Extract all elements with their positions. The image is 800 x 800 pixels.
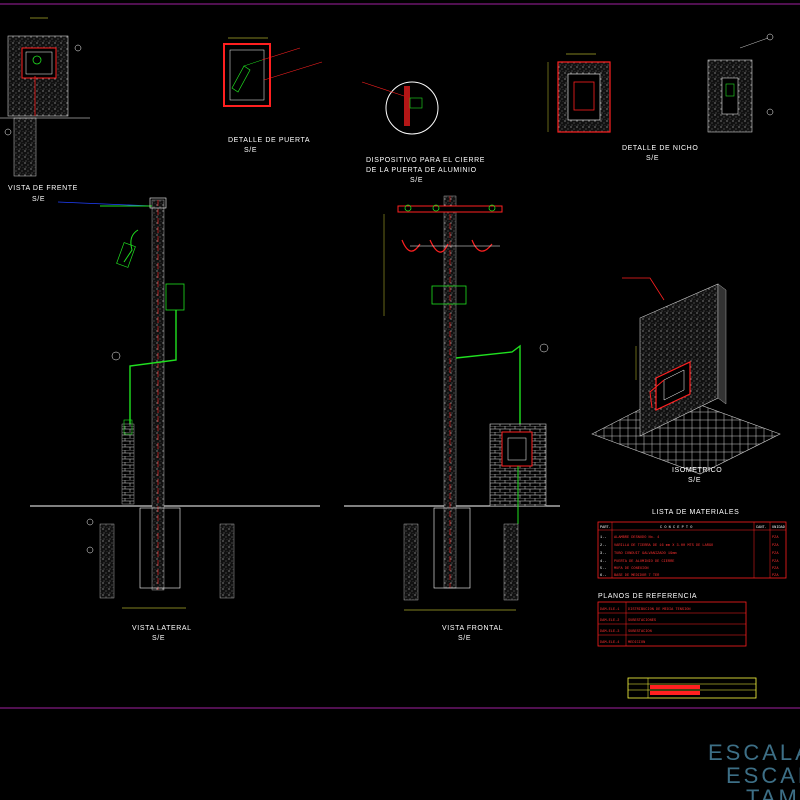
detalle-puerta-title: DETALLE DE PUERTA — [228, 137, 310, 144]
materials-row-concepto: TUBO CONDUIT GALVANIZADO 19mm — [614, 552, 677, 556]
materials-row-concepto: VARILLA DE TIERRA DE 16 mm X 3.00 MTS DE… — [614, 544, 713, 548]
sheet-border — [0, 3, 800, 709]
vista-frontal-detail: VISTA FRONTAL S/E — [344, 195, 560, 642]
referencia-code: DAM-ELE-4 — [600, 641, 619, 645]
materials-row-part: 5.- — [600, 567, 606, 571]
materials-header-part: PART. — [600, 526, 611, 530]
referencias-table: PLANOS DE REFERENCIA DAM-ELE-1 DISTRIBUC… — [597, 593, 747, 647]
referencia-code: DAM-ELE-1 — [600, 608, 619, 612]
footer-line3: TAM P — [746, 785, 800, 800]
detalle-nicho-detail: DETALLE DE NICHO S/E — [547, 33, 774, 162]
materials-header-unidad: UNIDAD — [772, 526, 785, 530]
isometrico-detail: ISOMETRICO S/E — [591, 277, 781, 484]
vista-lateral-detail: VISTA LATERAL S/E — [30, 197, 320, 642]
dispositivo-title-line2: DE LA PUERTA DE ALUMINIO — [366, 167, 477, 174]
scale-footer: ESCALA D ESCALA TAM P — [708, 740, 800, 800]
detalle-puerta-detail: DETALLE DE PUERTA S/E — [223, 37, 323, 154]
materials-row-concepto: ALAMBRE DESNUDO No. 4 — [614, 536, 659, 540]
revision-block — [627, 677, 757, 699]
materials-row-part: 4.- — [600, 560, 606, 564]
materials-table: LISTA DE MATERIALES PART. C O N C E P T … — [597, 509, 787, 579]
dispositivo-detail: DISPOSITIVO PARA EL CIERRE DE LA PUERTA … — [361, 81, 485, 184]
referencia-desc: MEDICION — [628, 641, 645, 645]
isometrico-scale: S/E — [688, 477, 701, 484]
detalle-puerta-scale: S/E — [244, 147, 257, 154]
materials-row-concepto: BASE DE MEDIDOR 7 TER — [614, 574, 660, 578]
vista-frente-title: VISTA DE FRENTE — [8, 185, 78, 192]
materials-row-part: 1.- — [600, 536, 606, 540]
footer-line2: ESCALA — [726, 763, 800, 788]
vista-frontal-title: VISTA FRONTAL — [442, 625, 503, 632]
vista-frente-detail: VISTA DE FRENTE S/E — [0, 17, 90, 203]
detalle-nicho-title: DETALLE DE NICHO — [622, 145, 698, 152]
vista-frontal-scale: S/E — [458, 635, 471, 642]
footer-line1: ESCALA D — [708, 740, 800, 765]
vista-frente-scale: S/E — [32, 196, 45, 203]
referencia-desc: SUBESTACIONES — [628, 619, 656, 623]
referencia-code: DAM-ELE-2 — [600, 619, 619, 623]
materials-row-concepto: MUFA DE CONEXION — [614, 567, 649, 571]
detalle-nicho-scale: S/E — [646, 155, 659, 162]
materials-row-unidad: PZA — [772, 567, 779, 571]
materials-header-concepto: C O N C E P T O — [660, 526, 692, 530]
materials-title: LISTA DE MATERIALES — [652, 509, 739, 516]
dispositivo-title-line1: DISPOSITIVO PARA EL CIERRE — [366, 157, 485, 164]
materials-row-concepto: PUERTA DE ALUMINIO DE CIERRE — [614, 560, 674, 564]
materials-row-unidad: PZA — [772, 536, 779, 540]
materials-row-unidad: PZA — [772, 574, 779, 578]
materials-row-part: 3.- — [600, 552, 606, 556]
referencia-desc: DISTRIBUCION DE MEDIA TENSION — [628, 608, 691, 612]
vista-lateral-title: VISTA LATERAL — [132, 625, 192, 632]
referencia-desc: SUBESTACION — [628, 630, 652, 634]
dispositivo-scale: S/E — [410, 177, 423, 184]
materials-row-unidad: PZA — [772, 552, 779, 556]
materials-row-part: 6.- — [600, 574, 606, 578]
materials-header-cant: CANT. — [756, 526, 767, 530]
materials-row-unidad: PZA — [772, 560, 779, 564]
isometrico-title: ISOMETRICO — [672, 467, 722, 474]
vista-lateral-scale: S/E — [152, 635, 165, 642]
referencia-code: DAM-ELE-3 — [600, 630, 619, 634]
referencias-title: PLANOS DE REFERENCIA — [598, 593, 697, 600]
materials-row-part: 2.- — [600, 544, 606, 548]
materials-row-unidad: PZA — [772, 544, 779, 548]
